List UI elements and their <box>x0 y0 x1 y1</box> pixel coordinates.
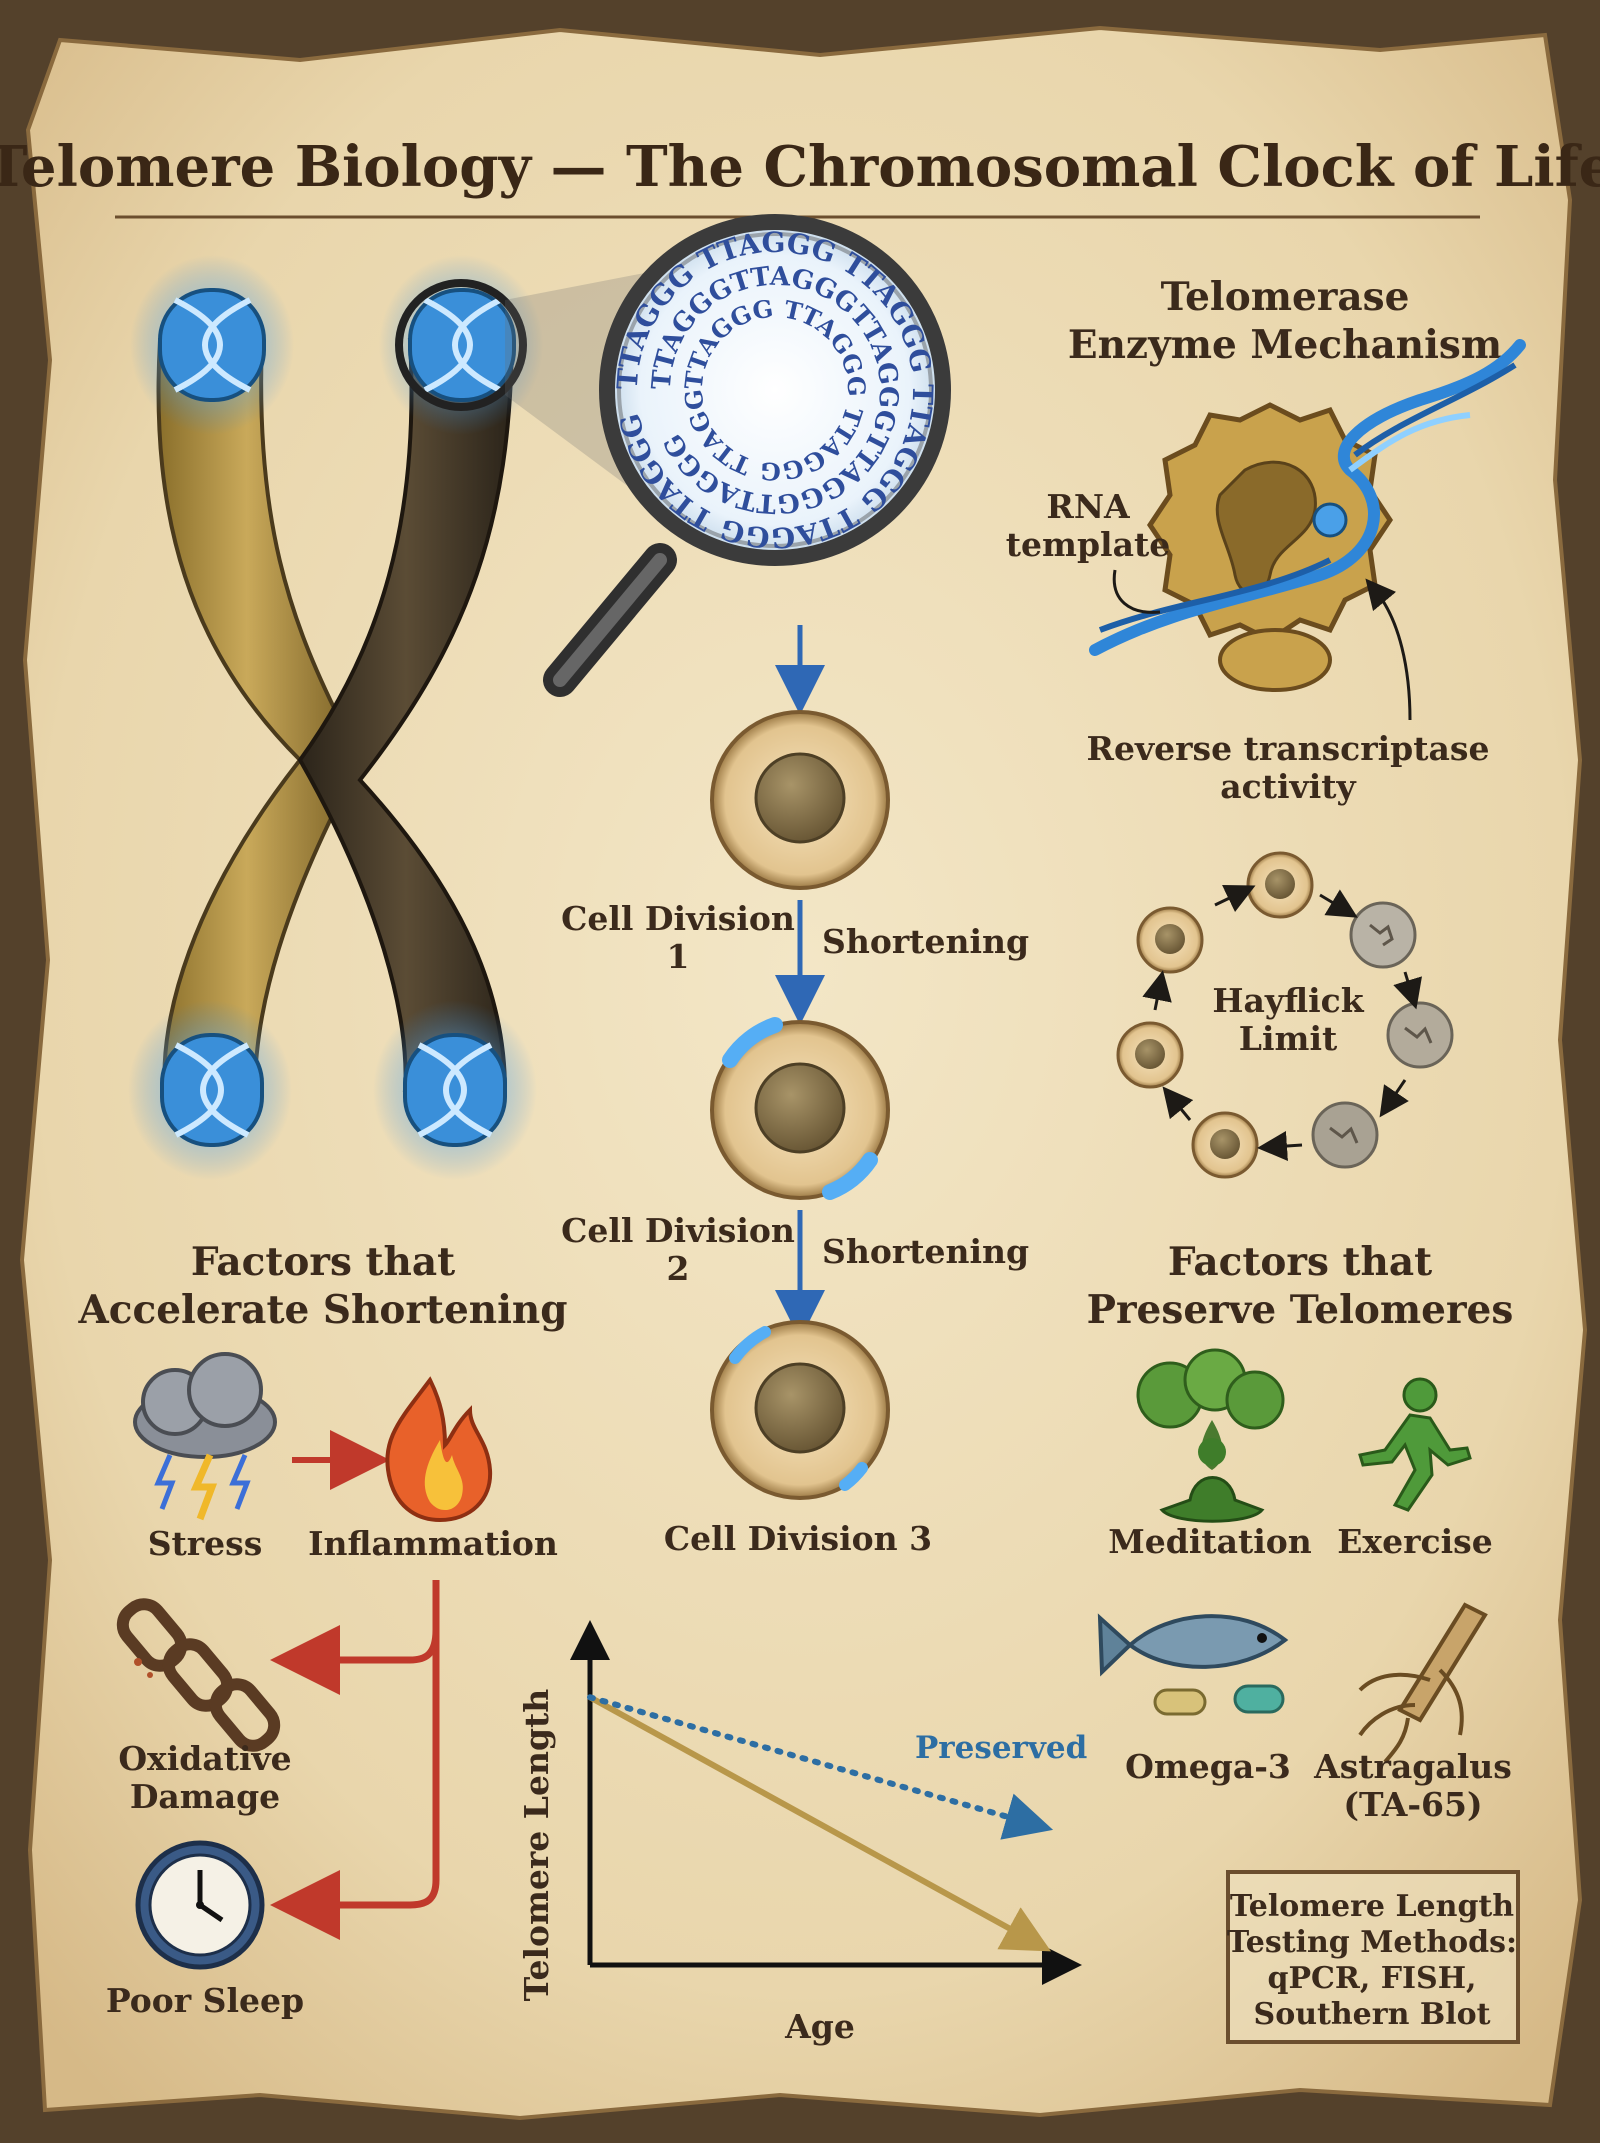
reverse-transcriptase-pointer <box>1365 578 1412 721</box>
meditation-tree-icon <box>1136 1348 1285 1523</box>
hayflick-cell-left <box>1116 1021 1184 1089</box>
cell-division-1-number: 1 <box>667 937 690 976</box>
oxidative-label-line1: Oxidative <box>118 1739 291 1778</box>
telomere-cap-bottom-right <box>373 1000 537 1180</box>
accelerate-title-line1: Factors that <box>191 1239 455 1285</box>
series-line-preserved <box>587 1694 1054 1840</box>
preserve-title-line2: Preserve Telomeres <box>1087 1287 1514 1333</box>
inflammation-to-sleep-arrow <box>270 1580 440 1940</box>
poor-sleep-label: Poor Sleep <box>106 1981 304 2020</box>
inflammation-label: Inflammation <box>308 1524 558 1563</box>
rna-template-label-line2: template <box>1006 525 1170 564</box>
cell-0 <box>710 710 890 890</box>
exercise-label: Exercise <box>1337 1522 1492 1561</box>
hayflick-cell-bottom-left <box>1191 1111 1259 1179</box>
testing-line-1: Telomere Length <box>1230 1889 1514 1924</box>
hayflick-cell-top <box>1246 851 1314 919</box>
shortening-label-2: Shortening <box>822 1232 1029 1271</box>
runner-icon <box>1358 1377 1472 1512</box>
astragalus-label-line2: (TA-65) <box>1343 1785 1482 1824</box>
cell-division-3-label: Cell Division 3 <box>664 1519 932 1558</box>
meditation-label: Meditation <box>1108 1522 1312 1561</box>
hayflick-label-line2: Limit <box>1239 1019 1338 1058</box>
hayflick-cell-right <box>1386 1001 1454 1069</box>
cell-1 <box>710 1017 890 1200</box>
testing-line-2: Testing Methods: <box>1227 1925 1517 1960</box>
hayflick-cell-top-left <box>1136 906 1204 974</box>
storm-cloud-icon <box>133 1352 277 1521</box>
omega-label: Omega-3 <box>1125 1747 1291 1786</box>
hayflick-cell-top-right <box>1349 901 1417 969</box>
reverse-transcriptase-label-line2: activity <box>1220 767 1356 806</box>
cell-division-2-label: Cell Division <box>561 1211 795 1250</box>
chart-x-label: Age <box>784 2007 855 2046</box>
telomere-cap-bottom-left <box>128 1000 292 1180</box>
telomere-length-chart: Preserved Telomere Length Age <box>517 1620 1087 2046</box>
chart-y-label: Telomere Length <box>517 1689 556 2002</box>
shortening-label-1: Shortening <box>822 922 1029 961</box>
hayflick-cycle: Hayflick Limit <box>1116 851 1454 1179</box>
telomerase-enzyme-icon <box>1089 339 1526 692</box>
cell-division-2-number: 2 <box>667 1249 690 1288</box>
flame-icon <box>385 1376 493 1523</box>
clock-icon <box>135 1840 265 1970</box>
rna-template-label-line1: RNA <box>1046 487 1130 526</box>
series-label-preserved: Preserved <box>915 1730 1087 1766</box>
hayflick-cell-bottom-right <box>1311 1101 1379 1169</box>
hayflick-label-line1: Hayflick <box>1212 981 1364 1020</box>
preserve-title-line1: Factors that <box>1168 1239 1432 1285</box>
fish-icon <box>1097 1613 1289 1716</box>
reverse-transcriptase-label-line1: Reverse transcriptase <box>1087 729 1490 768</box>
astragalus-label-line1: Astragalus <box>1313 1747 1512 1786</box>
testing-methods-box: Telomere Length Testing Methods: qPCR, F… <box>1226 1870 1520 2044</box>
page-title: Telomere Biology — The Chromosomal Clock… <box>0 134 1600 200</box>
inflammation-to-oxidative-arrow <box>270 1625 440 1695</box>
telomere-cap-top-left <box>130 255 294 435</box>
telomerase-title-line1: Telomerase <box>1161 274 1410 320</box>
telomerase-title-line2: Enzyme Mechanism <box>1068 322 1502 368</box>
broken-chain-icon <box>116 1598 281 1752</box>
cell-division-1-label: Cell Division <box>561 899 795 938</box>
cell-2 <box>710 1320 890 1500</box>
testing-line-3: qPCR, FISH, <box>1267 1961 1476 1996</box>
telomere-cap-top-right <box>379 255 543 435</box>
hayflick-arrows <box>1142 884 1422 1161</box>
testing-line-4: Southern Blot <box>1254 1997 1491 2032</box>
series-line-normal <box>588 1694 1052 1952</box>
rna-template-pointer <box>1112 569 1161 614</box>
accelerate-title-line2: Accelerate Shortening <box>77 1287 567 1333</box>
chromosome <box>128 255 543 1180</box>
stress-label: Stress <box>148 1524 263 1563</box>
oxidative-label-line2: Damage <box>130 1777 280 1816</box>
astragalus-root-icon <box>1358 1602 1488 1764</box>
